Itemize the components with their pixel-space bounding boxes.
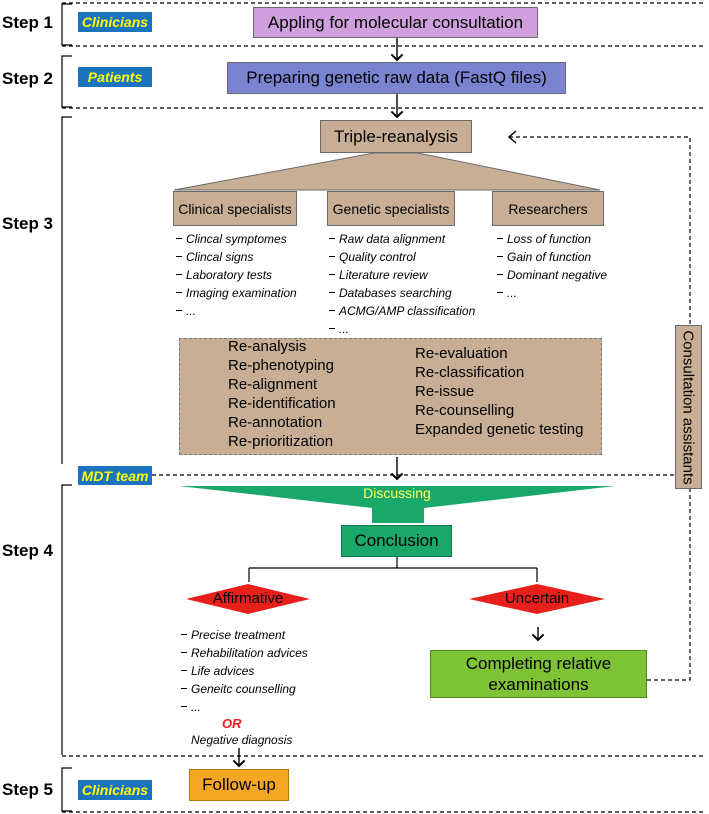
step-4-label: Step 4 (2, 541, 54, 560)
list-item: Clincal signs (176, 248, 326, 266)
list-item: Rehabilitation advices (181, 644, 341, 662)
patients-tag: Patients (78, 67, 152, 87)
list-item: Databases searching (329, 284, 489, 302)
genetic-list: Raw data alignment Quality control Liter… (329, 230, 489, 338)
list-item: Gain of function (497, 248, 617, 266)
conclusion-box: Conclusion (341, 525, 452, 557)
list-item: Life advices (181, 662, 341, 680)
list-item: Precise treatment (181, 626, 341, 644)
discussing-label: Discussing (363, 485, 431, 501)
affirmative-list: Precise treatment Rehabilitation advices… (181, 626, 341, 716)
re-left-column: Re-analysis Re-phenotyping Re-alignment … (228, 337, 336, 451)
step-brackets (61, 3, 72, 812)
affirmative-label: Affirmative (212, 590, 284, 607)
re-item: Re-annotation (228, 414, 323, 431)
mdt-team-tag: MDT team (78, 466, 152, 485)
re-panel: Re-analysis Re-phenotyping Re-alignment … (179, 338, 602, 455)
researchers-box: Researchers (492, 191, 604, 226)
affirmative-diamond (186, 584, 310, 614)
re-item: Re-identification (228, 395, 336, 412)
completing-box: Completing relative examinations (430, 650, 647, 698)
re-item: Re-phenotyping (228, 357, 334, 374)
clinical-list: Clincal symptomes Clincal signs Laborato… (176, 230, 326, 320)
list-item: Clincal symptomes (176, 230, 326, 248)
re-item: Re-issue (415, 383, 475, 400)
conclusion-tree (248, 557, 538, 582)
list-item: Dominant negative (497, 266, 617, 284)
clinical-specialists-box: Clinical specialists (173, 191, 297, 226)
uncertain-label: Uncertain (504, 590, 570, 607)
step-3-label: Step 3 (2, 214, 54, 233)
consultation-assistants-box: Consultation assistants (675, 325, 702, 489)
clinicians-tag-top: Clinicians (78, 12, 152, 32)
feedback-loop (510, 136, 691, 681)
negative-diagnosis-label: Negative diagnosis (191, 733, 293, 747)
list-item: ... (181, 698, 341, 716)
list-item: ACMG/AMP classification (329, 302, 489, 320)
re-item: Re-alignment (228, 376, 318, 393)
preparing-box: Preparing genetic raw data (FastQ files) (227, 62, 566, 94)
step-separators (62, 2, 705, 813)
re-item: Re-prioritization (228, 433, 334, 450)
clinicians-tag-bottom: Clinicians (78, 780, 152, 800)
list-item: Raw data alignment (329, 230, 489, 248)
applying-box: Appling for molecular consultation (253, 7, 538, 38)
list-item: ... (497, 284, 617, 302)
or-label: OR (222, 716, 242, 731)
uncertain-diamond (469, 584, 605, 614)
re-item: Expanded genetic testing (415, 421, 584, 438)
list-item: Quality control (329, 248, 489, 266)
list-item: ... (176, 302, 326, 320)
re-item: Re-classification (415, 364, 525, 381)
list-item: Loss of function (497, 230, 617, 248)
step-1-label: Step 1 (2, 13, 54, 32)
step-5-label: Step 5 (2, 780, 54, 799)
list-item: Laboratory tests (176, 266, 326, 284)
consultation-assistants-label: Consultation assistants (680, 329, 697, 485)
list-item: ... (329, 320, 489, 338)
re-item: Re-evaluation (415, 345, 508, 362)
triple-reanalysis-box: Triple-reanalysis (320, 120, 472, 153)
feedback-arrowhead (507, 130, 517, 144)
re-right-column: Re-evaluation Re-classification Re-issue… (415, 344, 583, 439)
list-item: Geneitc counselling (181, 680, 341, 698)
triple-fan (173, 152, 601, 191)
genetic-specialists-box: Genetic specialists (327, 191, 455, 226)
re-item: Re-counselling (415, 402, 515, 419)
followup-box: Follow-up (189, 769, 289, 801)
researchers-list: Loss of function Gain of function Domina… (497, 230, 617, 302)
list-item: Imaging examination (176, 284, 326, 302)
re-item: Re-analysis (228, 338, 307, 355)
step-2-label: Step 2 (2, 69, 54, 88)
list-item: Literature review (329, 266, 489, 284)
discussing-funnel (179, 486, 615, 523)
